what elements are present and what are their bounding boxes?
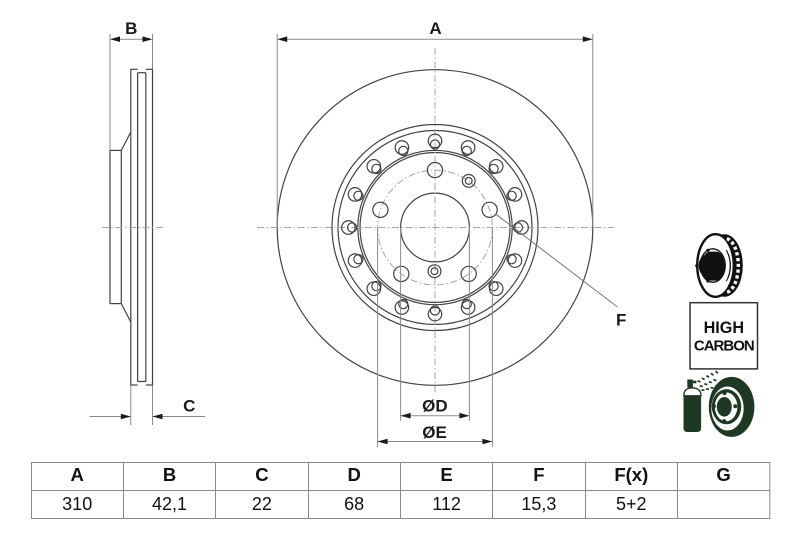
svg-text:42,1: 42,1	[152, 494, 187, 514]
svg-text:F: F	[616, 311, 626, 330]
svg-text:A: A	[429, 19, 441, 38]
svg-text:5+2: 5+2	[616, 494, 647, 514]
svg-text:112: 112	[432, 494, 461, 514]
svg-text:E: E	[440, 464, 452, 485]
svg-text:A: A	[71, 464, 84, 485]
svg-text:B: B	[125, 19, 137, 38]
svg-text:G: G	[716, 464, 730, 485]
svg-text:C: C	[183, 397, 195, 416]
svg-text:68: 68	[344, 494, 364, 514]
svg-text:D: D	[348, 464, 361, 485]
svg-text:B: B	[163, 464, 176, 485]
svg-text:22: 22	[252, 494, 272, 514]
svg-text:15,3: 15,3	[521, 494, 556, 514]
svg-text:310: 310	[62, 494, 92, 514]
svg-text:F(x): F(x)	[614, 464, 648, 485]
svg-text:C: C	[255, 464, 268, 485]
svg-text:F: F	[533, 464, 544, 485]
svg-text:ØE: ØE	[422, 423, 447, 442]
svg-text:ØD: ØD	[422, 396, 448, 415]
svg-text:HIGH: HIGH	[704, 319, 744, 337]
svg-text:CARBON: CARBON	[694, 338, 754, 355]
